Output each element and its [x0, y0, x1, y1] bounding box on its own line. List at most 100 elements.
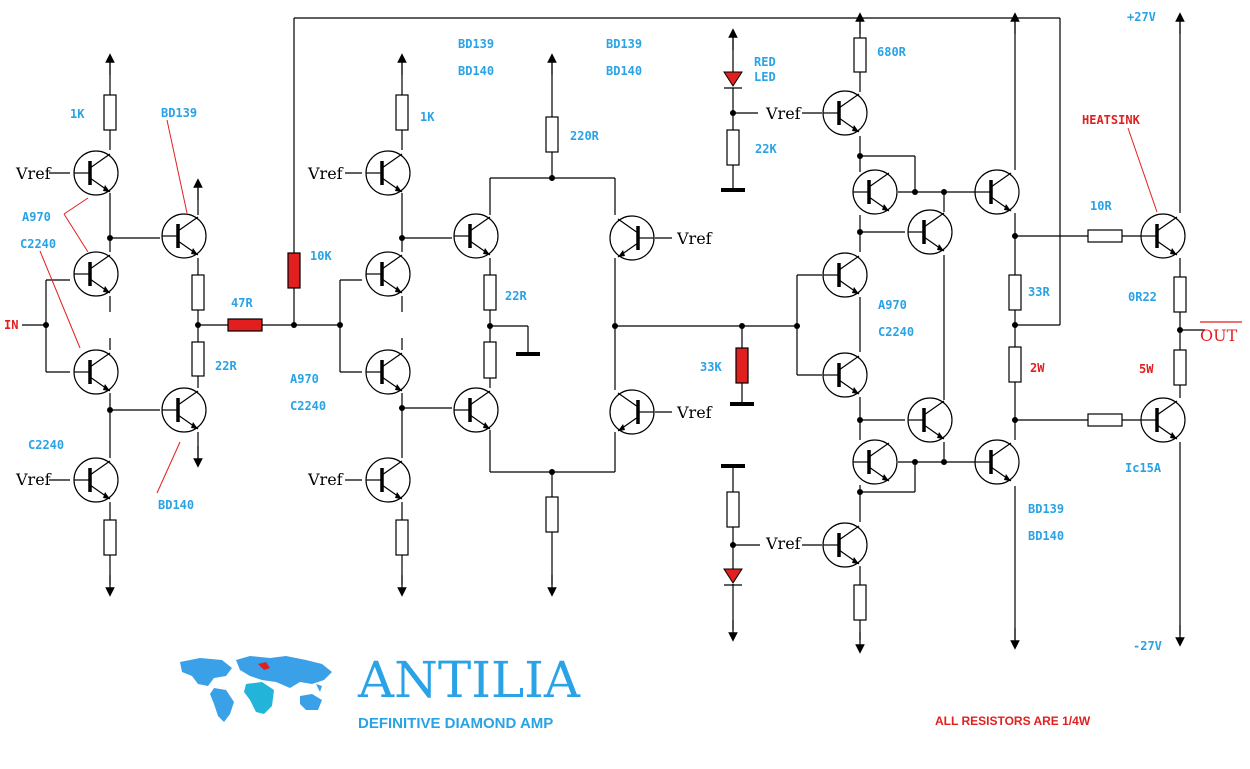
transistor-current: Ic15A: [1125, 461, 1162, 475]
transistor-symbol: [453, 213, 499, 259]
junction-dot: [857, 417, 863, 423]
resistor-value: 47R: [231, 296, 253, 310]
junction-dot: [195, 322, 201, 328]
vref-label: Vref: [765, 104, 802, 123]
resistor-power: 5W: [1139, 362, 1154, 376]
junction-dot: [1012, 233, 1018, 239]
junction-dot: [549, 469, 555, 475]
vref-label: Vref: [676, 229, 713, 248]
junction-dot: [857, 229, 863, 235]
transistor-symbol: [161, 387, 207, 433]
transistor-symbol: [161, 213, 207, 259]
resistor-power: 2W: [1030, 361, 1045, 375]
led-label: LED: [754, 70, 776, 84]
junction-dot: [399, 405, 405, 411]
vref-label: Vref: [307, 470, 344, 489]
junction-dot: [857, 489, 863, 495]
input-label: IN: [4, 318, 18, 332]
junction-dot: [1012, 322, 1018, 328]
transistor-symbol: [73, 150, 119, 196]
junction-dot: [43, 322, 49, 328]
resistor-47r: [227, 318, 263, 332]
transistor-symbol: [822, 252, 868, 298]
transistor-part: C2240: [878, 325, 914, 339]
transistor-part: A970: [290, 372, 319, 386]
junction-dot: [1177, 327, 1183, 333]
transistor-part: C2240: [28, 438, 64, 452]
transistor-part: BD140: [158, 498, 194, 512]
resistor-value: 0R22: [1128, 290, 1157, 304]
transistor-symbol: [365, 457, 411, 503]
transistor-symbol: [365, 150, 411, 196]
output-label: OUT: [1200, 326, 1238, 345]
vref-label: Vref: [15, 164, 52, 183]
led-label: RED: [754, 55, 776, 69]
resistor-value: 33R: [1028, 285, 1050, 299]
resistor-value: 680R: [877, 45, 907, 59]
junction-dot: [730, 110, 736, 116]
resistor-value: 1K: [420, 110, 435, 124]
junction-dot: [549, 175, 555, 181]
resistor-10k: [287, 252, 301, 289]
junction-dot: [399, 235, 405, 241]
transistor-symbol: [907, 397, 953, 443]
transistor-part: A970: [878, 298, 907, 312]
transistor-symbol: [453, 387, 499, 433]
transistor-symbol: [609, 389, 655, 435]
transistor-symbol: [907, 209, 953, 255]
transistor-symbol: [822, 522, 868, 568]
world-map-logo: [180, 656, 332, 722]
resistor-value: 22R: [505, 289, 527, 303]
transistor-part: BD140: [458, 64, 494, 78]
transistor-part: BD140: [1028, 529, 1064, 543]
resistor-value: 1K: [70, 107, 85, 121]
transistor-symbol: [609, 215, 655, 261]
app-title: ANTILIA: [357, 651, 581, 709]
resistor-value: 22R: [215, 359, 237, 373]
junction-dot: [941, 189, 947, 195]
transistors: [73, 90, 1186, 568]
transistor-part: C2240: [20, 237, 56, 251]
transistor-symbol: [1140, 397, 1186, 443]
transistor-symbol: [1140, 213, 1186, 259]
transistor-symbol: [822, 90, 868, 136]
junction-dot: [794, 323, 800, 329]
transistor-symbol: [974, 439, 1020, 485]
transistor-symbol: [852, 169, 898, 215]
transistor-part: BD139: [458, 37, 494, 51]
resistor-value: 220R: [570, 129, 600, 143]
junction-dot: [487, 323, 493, 329]
junction-dot: [739, 323, 745, 329]
red-leds: [723, 71, 743, 586]
resistor-note: ALL RESISTORS ARE 1/4W: [935, 714, 1091, 728]
junction-dot: [730, 542, 736, 548]
vref-label: Vref: [765, 534, 802, 553]
junction-dot: [291, 322, 297, 328]
resistor-value: 10K: [310, 249, 332, 263]
negative-rail-label: -27V: [1133, 639, 1162, 653]
junction-dot: [337, 322, 343, 328]
transistor-symbol: [73, 251, 119, 297]
resistor-value: 22K: [755, 142, 777, 156]
transistor-part: C2240: [290, 399, 326, 413]
rail-arrows: [105, 12, 1185, 654]
transistor-part: BD140: [606, 64, 642, 78]
transistor-part: BD139: [161, 106, 197, 120]
resistors: [103, 37, 1187, 621]
junction-dot: [912, 459, 918, 465]
junction-dot: [1012, 417, 1018, 423]
transistor-part: A970: [22, 210, 51, 224]
junction-dot: [612, 323, 618, 329]
wires: [22, 17, 1205, 640]
transistor-symbol: [73, 457, 119, 503]
vref-label: Vref: [307, 164, 344, 183]
resistor-value: 33K: [700, 360, 722, 374]
app-subtitle: DEFINITIVE DIAMOND AMP: [358, 715, 553, 732]
transistor-part: BD139: [1028, 502, 1064, 516]
transistor-symbol: [365, 251, 411, 297]
vref-label: Vref: [15, 470, 52, 489]
junction-dot: [857, 153, 863, 159]
junction-dot: [941, 459, 947, 465]
ground-bars: [516, 188, 754, 468]
